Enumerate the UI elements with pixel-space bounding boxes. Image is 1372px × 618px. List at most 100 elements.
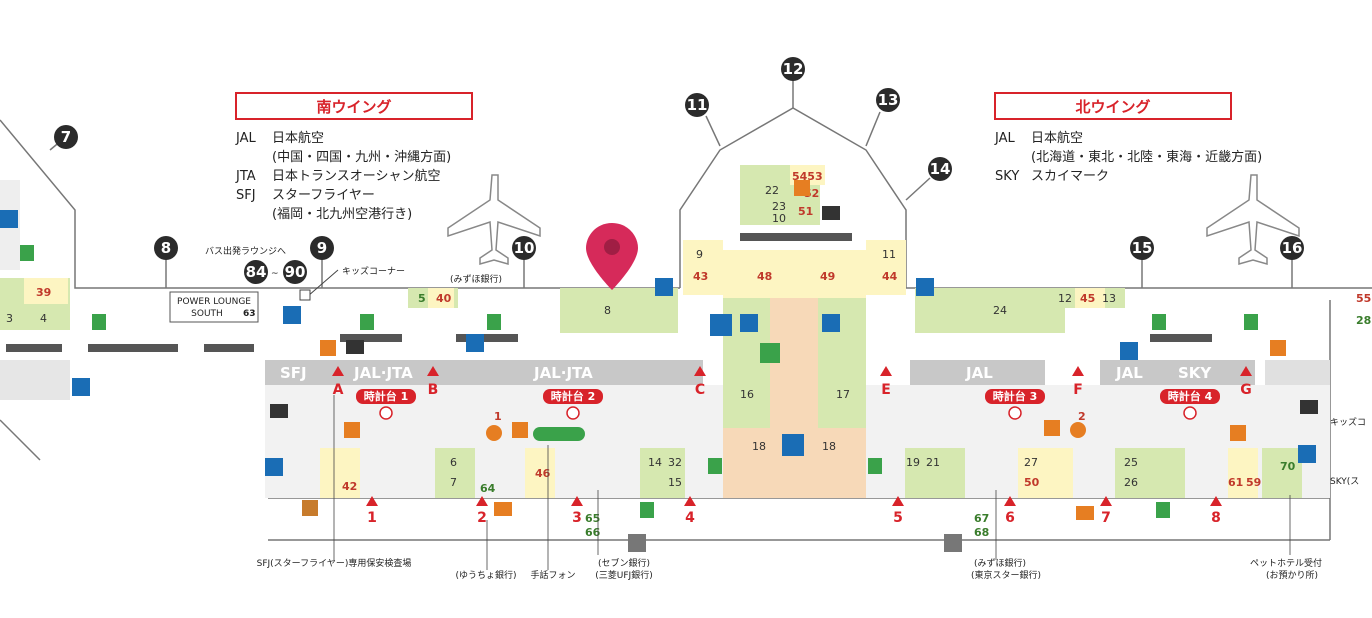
post-icon bbox=[494, 502, 512, 516]
gate-12-marker[interactable]: 12 bbox=[781, 57, 805, 81]
exit-A[interactable]: A bbox=[332, 366, 344, 398]
info-desk-icon bbox=[302, 500, 318, 516]
clock-tower-3: 時計台 3 bbox=[985, 389, 1045, 420]
exit-C[interactable]: C bbox=[694, 366, 706, 398]
sfj-security-label: SFJ(スターフライヤー)専用保安検査場 bbox=[257, 557, 412, 569]
south-wing-title: 南ウイング bbox=[316, 98, 391, 116]
svg-text:G: G bbox=[1240, 382, 1252, 398]
gate-16-marker[interactable]: 16 bbox=[1280, 236, 1304, 260]
svg-text:7: 7 bbox=[450, 476, 457, 489]
exit-E[interactable]: E bbox=[880, 366, 892, 398]
svg-text:59: 59 bbox=[1246, 476, 1261, 489]
svg-text:12: 12 bbox=[1058, 292, 1072, 305]
exit-B[interactable]: B bbox=[427, 366, 439, 398]
gate-8-marker[interactable]: 8 bbox=[154, 236, 178, 260]
gate-84-marker[interactable]: 84 bbox=[244, 260, 268, 284]
svg-text:67: 67 bbox=[974, 512, 989, 525]
north-wing-title: 北ウイング bbox=[1075, 98, 1150, 116]
svg-text:10: 10 bbox=[514, 239, 535, 257]
gate-14-marker[interactable]: 14 bbox=[928, 157, 952, 181]
clock-icon bbox=[1008, 406, 1022, 420]
gate-90-marker[interactable]: 90 bbox=[283, 260, 307, 284]
shop-39: 39 bbox=[36, 286, 51, 299]
south-airline-3-name: スターフライヤー bbox=[272, 188, 375, 203]
restroom-icon bbox=[0, 210, 18, 228]
restroom-icon bbox=[655, 278, 673, 296]
post-icon bbox=[1076, 506, 1094, 520]
svg-text:11: 11 bbox=[687, 96, 708, 114]
exit-7[interactable]: 7 bbox=[1100, 496, 1112, 526]
svg-text:51: 51 bbox=[798, 205, 813, 218]
svg-text:4: 4 bbox=[685, 510, 695, 526]
restroom-icon bbox=[822, 314, 840, 332]
sign-phone-label: 手話フォン bbox=[530, 569, 575, 581]
gate-10-marker[interactable]: 10 bbox=[512, 236, 536, 260]
svg-text:19: 19 bbox=[906, 456, 920, 469]
pet-hotel-sub-label: (お預かり所) bbox=[1266, 570, 1318, 581]
svg-text:28: 28 bbox=[1356, 314, 1371, 327]
power-lounge-box[interactable] bbox=[169, 291, 259, 323]
svg-text:時計台 3: 時計台 3 bbox=[993, 389, 1037, 403]
accessible-toilet-icon bbox=[710, 314, 732, 336]
gate-13-marker[interactable]: 13 bbox=[876, 88, 900, 112]
phone-icon bbox=[360, 314, 374, 330]
counter-sfj: SFJ bbox=[280, 364, 307, 382]
shop-numbers: 5 40 8 42 6 7 46 64 14 32 15 65 66 22 54… bbox=[342, 170, 1371, 539]
smoking-area-icon bbox=[1300, 400, 1318, 414]
bus-lounge-label: バス出発ラウンジへ bbox=[205, 245, 286, 257]
north-wing-title-box bbox=[994, 92, 1232, 120]
svg-text:1: 1 bbox=[367, 510, 377, 526]
svg-text:6: 6 bbox=[1005, 510, 1015, 526]
south-airline-3-dest: (福岡・北九州空港行き) bbox=[272, 207, 412, 222]
counter-jal-2: JAL bbox=[1115, 364, 1143, 382]
gate-markers: 7 8 9 10 11 12 13 14 15 16 bbox=[54, 57, 1304, 260]
svg-text:42: 42 bbox=[342, 480, 357, 493]
svg-text:22: 22 bbox=[765, 184, 779, 197]
svg-text:21: 21 bbox=[926, 456, 940, 469]
svg-text:5453: 5453 bbox=[792, 170, 823, 183]
exit-1[interactable]: 1 bbox=[366, 496, 378, 526]
south-wing-title-box bbox=[235, 92, 473, 120]
gate-11-marker[interactable]: 11 bbox=[685, 93, 709, 117]
restroom-icon bbox=[1298, 445, 1316, 463]
svg-text:65: 65 bbox=[585, 512, 600, 525]
exit-F[interactable]: F bbox=[1072, 366, 1084, 398]
svg-text:時計台 2: 時計台 2 bbox=[551, 389, 595, 403]
center-building-areas bbox=[683, 165, 906, 498]
exit-2[interactable]: 2 bbox=[476, 496, 488, 526]
exit-8[interactable]: 8 bbox=[1210, 496, 1222, 526]
kids-corner-marker bbox=[299, 289, 311, 301]
bus-lounge-sep: ~ bbox=[271, 269, 279, 279]
svg-text:44: 44 bbox=[882, 270, 898, 283]
phone-icon bbox=[708, 458, 722, 474]
exit-6[interactable]: 6 bbox=[1004, 496, 1016, 526]
exit-3[interactable]: 3 bbox=[571, 496, 583, 526]
gate-7-marker[interactable]: 7 bbox=[54, 125, 78, 149]
svg-text:10: 10 bbox=[772, 212, 786, 225]
exit-G[interactable]: G bbox=[1240, 366, 1252, 398]
svg-text:48: 48 bbox=[757, 270, 772, 283]
svg-text:26: 26 bbox=[1124, 476, 1138, 489]
svg-text:16: 16 bbox=[740, 388, 754, 401]
svg-text:1: 1 bbox=[494, 410, 502, 423]
svg-text:16: 16 bbox=[1282, 239, 1303, 257]
svg-text:3: 3 bbox=[572, 510, 582, 526]
gate-stalks bbox=[49, 80, 1293, 288]
gate-9-marker[interactable]: 9 bbox=[310, 236, 334, 260]
svg-text:32: 32 bbox=[668, 456, 682, 469]
power-lounge-line1: POWER LOUNGE bbox=[177, 297, 251, 307]
svg-text:14: 14 bbox=[930, 160, 951, 178]
svg-text:7: 7 bbox=[1101, 510, 1111, 526]
gate-15-marker[interactable]: 15 bbox=[1130, 236, 1154, 260]
exit-5[interactable]: 5 bbox=[892, 496, 904, 526]
svg-text:24: 24 bbox=[993, 304, 1007, 317]
svg-text:64: 64 bbox=[480, 482, 496, 495]
svg-text:5: 5 bbox=[893, 510, 903, 526]
south-airline-2-code: JTA bbox=[235, 169, 256, 184]
svg-text:70: 70 bbox=[1280, 460, 1296, 473]
south-wing-header: 南ウイング JAL 日本航空 (中国・四国・九州・沖縄方面) JTA 日本トラン… bbox=[235, 92, 473, 222]
svg-text:2: 2 bbox=[477, 510, 487, 526]
exit-4[interactable]: 4 bbox=[684, 496, 696, 526]
counter-sky: SKY bbox=[1178, 364, 1212, 382]
north-airline-1-name: 日本航空 bbox=[1031, 130, 1083, 146]
